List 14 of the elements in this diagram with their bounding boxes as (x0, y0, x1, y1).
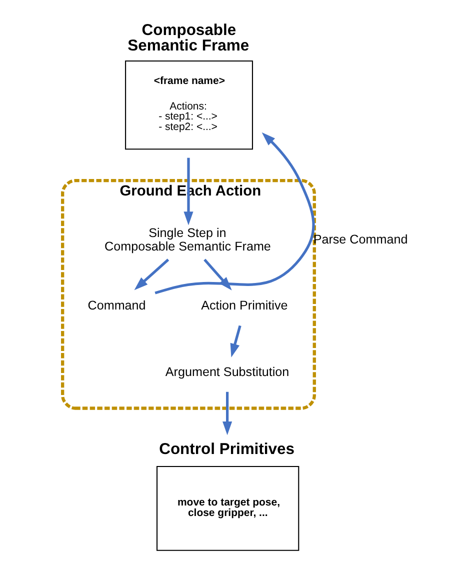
arrow (222, 392, 232, 436)
node-label: Composable Semantic Frame (128, 22, 250, 54)
node-box: <frame name> Actions: - step1: <...> - step2: <...> (125, 60, 254, 150)
arrow (154, 132, 315, 294)
arrow (230, 325, 242, 358)
node-text: Single Step in Composable Semantic Frame (104, 226, 271, 254)
arrow (184, 158, 194, 226)
node-text: Action Primitive (201, 298, 288, 313)
node-box: move to target pose, close gripper, ... (156, 466, 300, 551)
arrow (134, 258, 170, 290)
node-text: Argument Substitution (165, 364, 290, 379)
node-label: Control Primitives (159, 440, 294, 458)
edge-label: Parse Command (313, 232, 408, 247)
node-text: Command (88, 298, 146, 313)
